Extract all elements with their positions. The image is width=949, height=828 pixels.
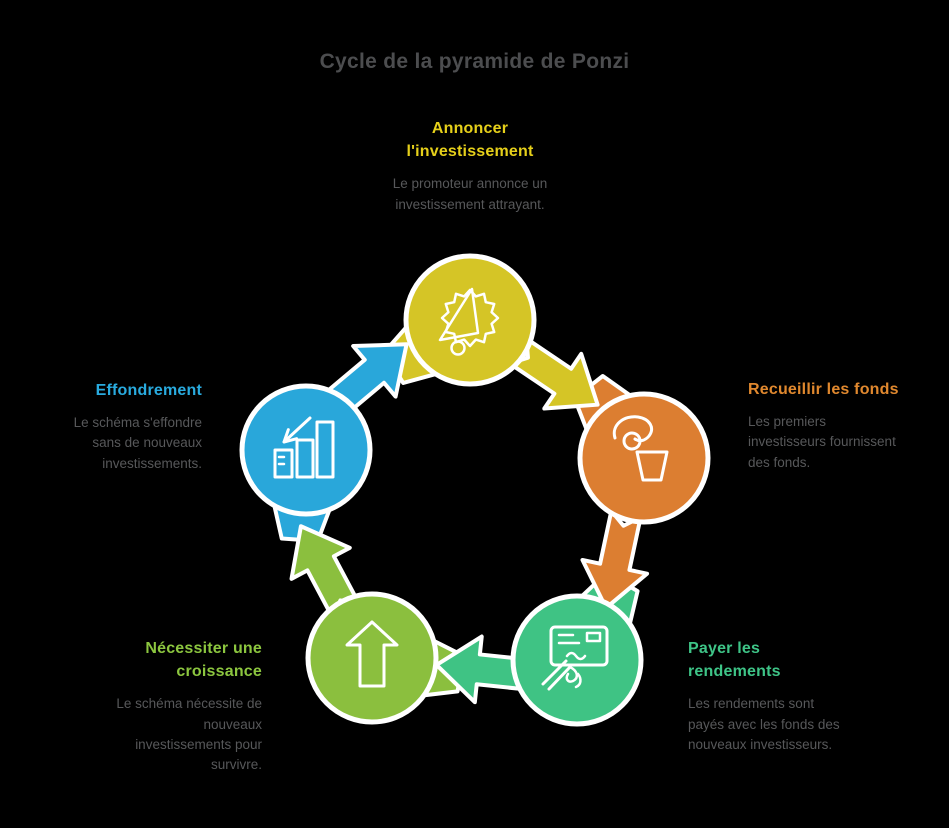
step-heading: Payer les rendements	[688, 640, 781, 681]
step-description: Les rendements sont payés avec les fonds…	[688, 696, 840, 752]
page-title: Cycle de la pyramide de Ponzi	[319, 50, 630, 73]
hand-coin-icon	[612, 415, 669, 482]
megaphone-icon	[438, 287, 500, 356]
node-growth	[305, 591, 439, 725]
step-description: Le promoteur annonce un investissement a…	[392, 176, 548, 212]
node-pay	[510, 593, 644, 727]
step-label-collect: Recueillir les fonds Les premiers invest…	[748, 378, 933, 473]
step-heading: Annoncer l'investissement	[406, 120, 534, 161]
step-label-collapse: Effondrement Le schéma s'effondre sans d…	[2, 379, 202, 474]
step-label-announce: Annoncer l'investissement Le promoteur a…	[315, 117, 625, 215]
step-description: Les premiers investisseurs fournissent d…	[748, 414, 896, 470]
step-description: Le schéma s'effondre sans de nouveaux in…	[73, 415, 202, 471]
step-description: Le schéma nécessite de nouveaux investis…	[116, 696, 262, 773]
node-collect	[577, 391, 711, 525]
step-heading: Recueillir les fonds	[748, 381, 899, 398]
step-label-growth: Nécessiter une croissance Le schéma néce…	[60, 637, 262, 775]
falling-chart-icon	[273, 416, 335, 479]
cheque-hand-icon	[541, 625, 609, 691]
up-arrow-icon	[345, 620, 399, 688]
node-announce	[403, 253, 537, 387]
node-collapse	[239, 383, 373, 517]
step-heading: Effondrement	[95, 382, 202, 399]
step-label-pay: Payer les rendements Les rendements sont…	[688, 637, 883, 755]
step-heading: Nécessiter une croissance	[145, 640, 262, 681]
arrow-collect-to-pay	[580, 508, 650, 610]
